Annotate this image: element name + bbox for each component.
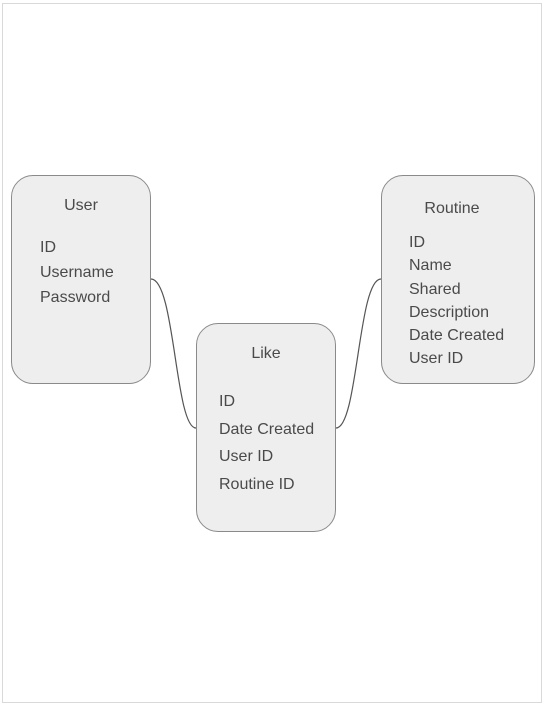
entity-title: Routine	[424, 200, 480, 217]
connector-routine-like	[335, 278, 382, 429]
entity-like[interactable]: Like ID Date Created User ID Routine ID	[196, 323, 336, 532]
entity-field: Username	[40, 264, 114, 281]
entity-field: ID	[40, 239, 56, 256]
entity-title: User	[64, 197, 98, 214]
entity-field: ID	[409, 234, 425, 251]
entity-field-list: ID Date Created User ID Routine ID	[219, 392, 314, 502]
entity-field: Date Created	[219, 420, 315, 438]
entity-field: Description	[409, 303, 490, 321]
entity-field: ID	[219, 393, 235, 410]
entity-field-list: ID Name Shared Description Date Created …	[409, 233, 504, 373]
connector-user-like	[150, 278, 197, 429]
entity-field: User ID	[409, 350, 464, 368]
entity-field: Password	[40, 289, 111, 306]
entity-field: Routine ID	[219, 475, 295, 493]
entity-field: Name	[409, 257, 452, 275]
entity-routine[interactable]: Routine ID Name Shared Description Date …	[381, 175, 535, 384]
entity-field: Shared	[409, 280, 461, 298]
entity-field: User ID	[219, 448, 274, 465]
entity-title: Like	[251, 345, 281, 362]
entity-user[interactable]: User ID Username Password	[11, 175, 151, 384]
entity-field-list: ID Username Password	[40, 238, 114, 313]
entity-field: Date Created	[409, 327, 505, 345]
